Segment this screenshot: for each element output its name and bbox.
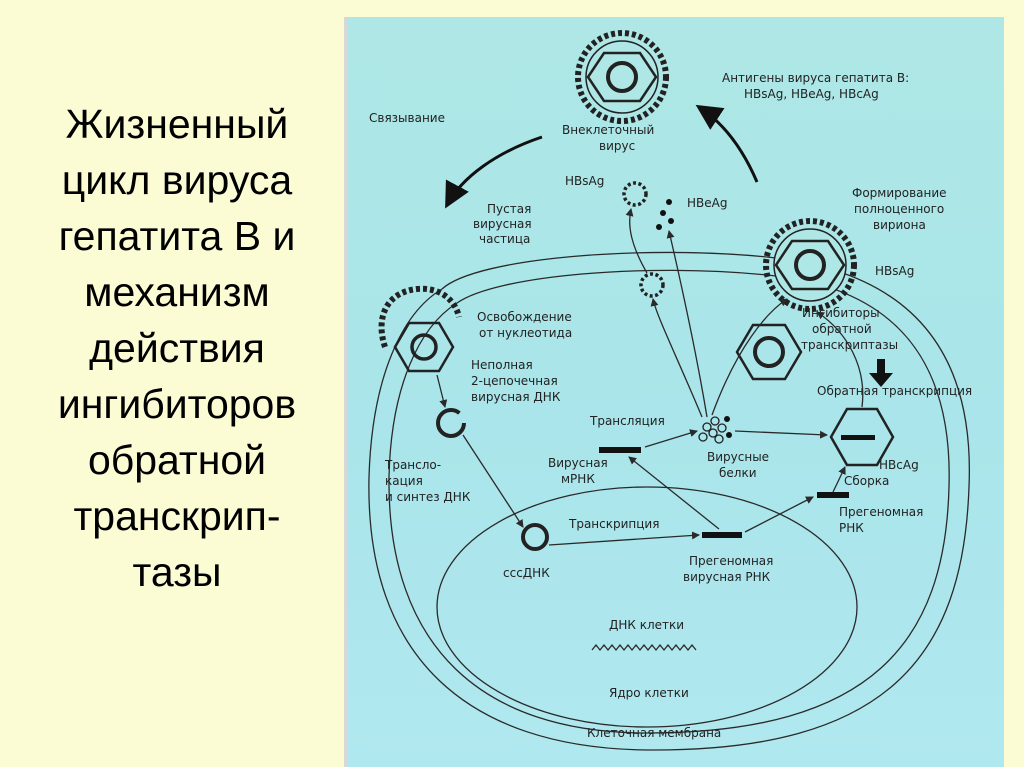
translation-label: Трансляция (589, 414, 665, 428)
hbeag-top-label: HBeAg (687, 196, 727, 210)
cell-membrane-inner (388, 269, 950, 734)
title-line: обратной (87, 437, 267, 483)
title-line: действия (89, 325, 265, 371)
empty-particle-label-3: частица (479, 232, 530, 246)
pregenomic-right-label-2: РНК (839, 521, 864, 535)
binding-arrow (445, 135, 543, 209)
title-line: гепатита В и (58, 213, 296, 259)
transcription-label: Транскрипция (568, 517, 659, 531)
viral-proteins-cluster (698, 416, 732, 444)
pregenomic-rna-bar-right (817, 492, 849, 498)
cell-membrane-outer (368, 251, 970, 751)
hbsag-inner-particle-icon (639, 272, 665, 298)
pregenomic-rna-bar (702, 532, 742, 538)
empty-particle-label: Пустая (487, 202, 531, 216)
viral-mrna-label: Вирусная (548, 456, 608, 470)
antigens-list: HBsAg, HBeAg, HBcAg (744, 87, 879, 101)
assembly-capsid (829, 407, 895, 467)
title-line: цикл вируса (61, 157, 293, 203)
viral-mrna-bar (599, 447, 641, 453)
hbv-lifecycle-diagram: Антигены вируса гепатита В: HBsAg, HBeAg… (368, 30, 972, 751)
partial-dna-label-3: вирусная ДНК (471, 390, 561, 404)
title-line: ингибиторов (57, 381, 297, 427)
empty-particle-label-2: вирусная (473, 217, 532, 231)
hbeag-dots (656, 199, 674, 230)
cell-dna-label: ДНК клетки (609, 618, 684, 632)
pathway-arrows (436, 208, 864, 546)
formation-label-2: полноценного (854, 202, 944, 216)
hbcag-label: HBcAg (879, 458, 919, 472)
uncoating-virus (378, 285, 462, 373)
extracellular-label-2: вирус (599, 139, 635, 153)
translocation-label-2: кация (385, 474, 423, 488)
extracellular-label: Внеклеточный (562, 123, 654, 137)
title-line: тазы (132, 549, 222, 595)
inhibition-arrow (869, 359, 893, 387)
partial-dna-circle-icon (436, 408, 466, 438)
viral-mrna-label-2: мРНК (561, 472, 595, 486)
title-line: Жизненный (65, 101, 289, 147)
slide-title: Жизненный цикл вируса гепатита В и механ… (18, 96, 336, 600)
release-label-2: от нуклеотида (479, 326, 572, 340)
title-line: транскрип- (73, 493, 281, 539)
membrane-label: Клеточная мембрана (587, 726, 721, 740)
partial-dna-label-2: 2-цепочечная (471, 374, 558, 388)
assembly-label: Сборка (844, 474, 889, 488)
inhibitors-label-3: транскриптазы (801, 338, 898, 352)
partial-dna-label: Неполная (471, 358, 533, 372)
nucleus-label: Ядро клетки (609, 686, 689, 700)
viral-proteins-label-2: белки (719, 466, 757, 480)
hbsag-particle-icon (622, 181, 648, 207)
release-arrow (695, 104, 759, 183)
pregenomic-right-label: Прегеномная (839, 505, 923, 519)
hbsag-right-label: HBsAg (875, 264, 914, 278)
budding-virion (763, 218, 857, 312)
diagram-panel: Антигены вируса гепатита В: HBsAg, HBeAg… (344, 17, 1004, 767)
cccdna-circle-icon (521, 523, 549, 551)
release-label: Освобождение (477, 310, 572, 324)
title-line: механизм (84, 269, 270, 315)
inhibitors-label-2: обратной (812, 322, 872, 336)
extracellular-virus (575, 30, 669, 124)
inhibitors-label: Ингибиторы (802, 306, 880, 320)
formation-label: Формирование (852, 186, 947, 200)
translocation-label-3: и синтез ДНК (385, 490, 471, 504)
inhibited-capsid (735, 323, 803, 381)
cell-nucleus (436, 486, 858, 728)
translocation-label: Трансло- (384, 458, 441, 472)
formation-label-3: вириона (873, 218, 926, 232)
pregenomic-label-2: вирусная РНК (683, 570, 771, 584)
cccdna-label: cccДНК (503, 566, 550, 580)
hbsag-top-label: HBsAg (565, 174, 604, 188)
antigens-label: Антигены вируса гепатита В: (722, 71, 909, 85)
reverse-transcription-label: Обратная транскрипция (817, 384, 972, 398)
binding-label: Связывание (369, 111, 445, 125)
cell-dna-zigzag (591, 643, 697, 652)
pregenomic-label: Прегеномная (689, 554, 773, 568)
viral-proteins-label: Вирусные (707, 450, 769, 464)
